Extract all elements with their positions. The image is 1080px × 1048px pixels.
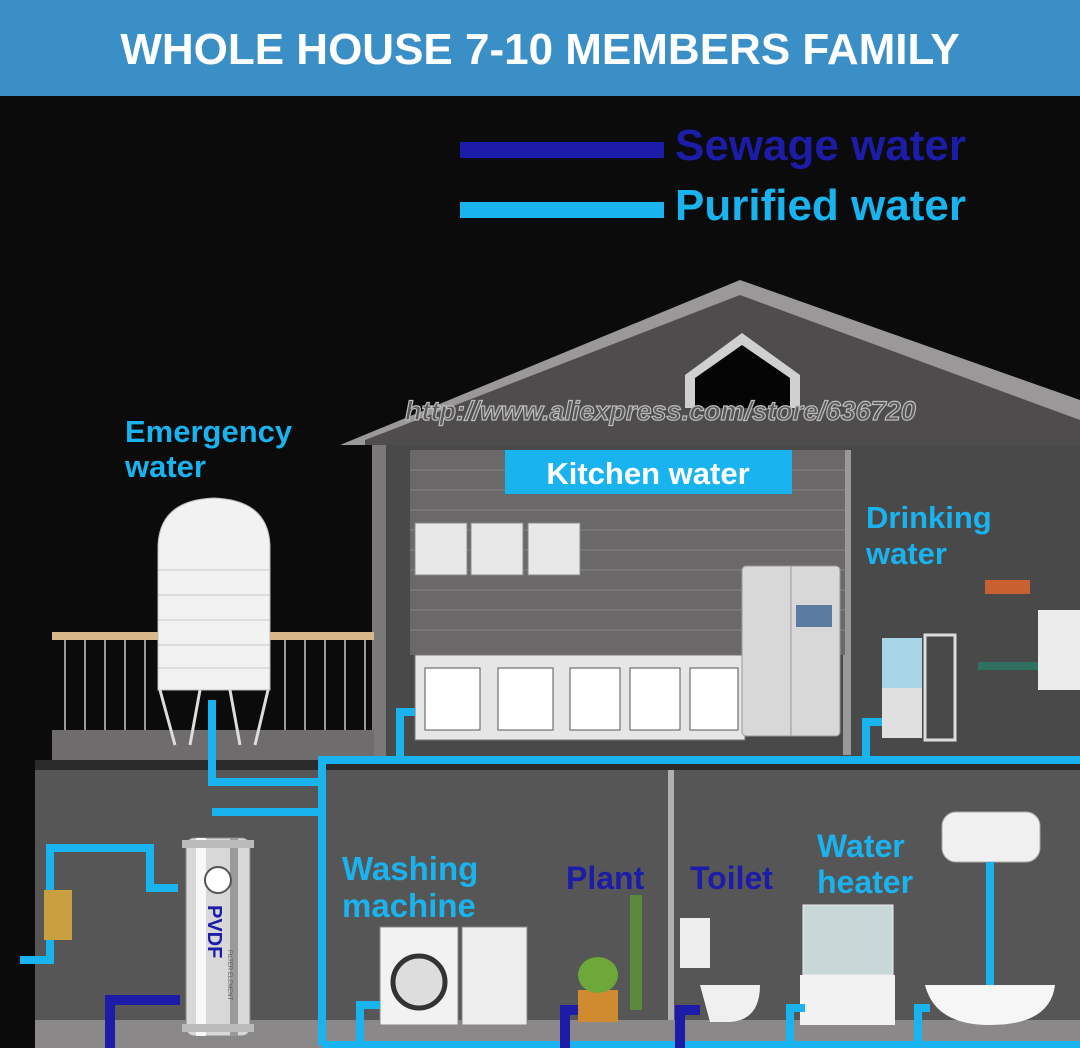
label-kitchen-water: Kitchen water [546,456,749,491]
label-toilet: Toilet [690,860,773,896]
watermark: http://www.aliexpress.com/store/636720 [405,396,916,426]
chair [1038,610,1080,690]
purified-pipes [20,700,1080,1048]
water-tank-toilet [680,918,710,968]
header-title: WHOLE HOUSE 7-10 MEMBERS FAMILY [120,25,959,74]
shelf [923,633,957,742]
label-plant: Plant [566,860,645,896]
books [985,580,1030,594]
kitchen-label-box [505,450,792,494]
sewage-pipes [105,995,700,1048]
legend-purified-label: Purified water [675,181,966,230]
desk [978,662,1048,670]
label-water-heater-1: Water [817,828,905,864]
legend-sewage-label: Sewage water [675,121,966,170]
attic-window [695,345,790,408]
pvdf-filter: PVDF FILTER ELEMENT [182,837,254,1037]
label-emergency-water-1: Emergency [125,414,293,449]
filter-subtitle: FILTER ELEMENT [226,950,232,1001]
plant-pot [578,990,618,1022]
water-heater [941,811,1041,863]
bathtub [925,985,1055,1025]
label-emergency-water-2: water [124,449,206,484]
label-washing-machine-2: machine [342,887,476,924]
valve [44,890,72,940]
label-water-heater-2: heater [817,864,913,900]
toilet [700,985,760,1022]
label-drinking-water-1: Drinking [866,500,992,535]
vanity [800,975,895,1025]
legend-purified-line [460,202,664,218]
water-dispenser [882,638,922,688]
filter-brand: PVDF [203,905,225,958]
label-drinking-water-2: water [865,536,947,571]
laundry-cabinet [461,926,528,1026]
legend-sewage-line [460,142,664,158]
tall-plant [630,895,642,1010]
label-washing-machine-1: Washing [342,850,478,887]
mirror [802,904,894,976]
header-bar [0,0,1080,96]
water-tank [157,497,271,746]
upper-cabinets [414,522,581,576]
